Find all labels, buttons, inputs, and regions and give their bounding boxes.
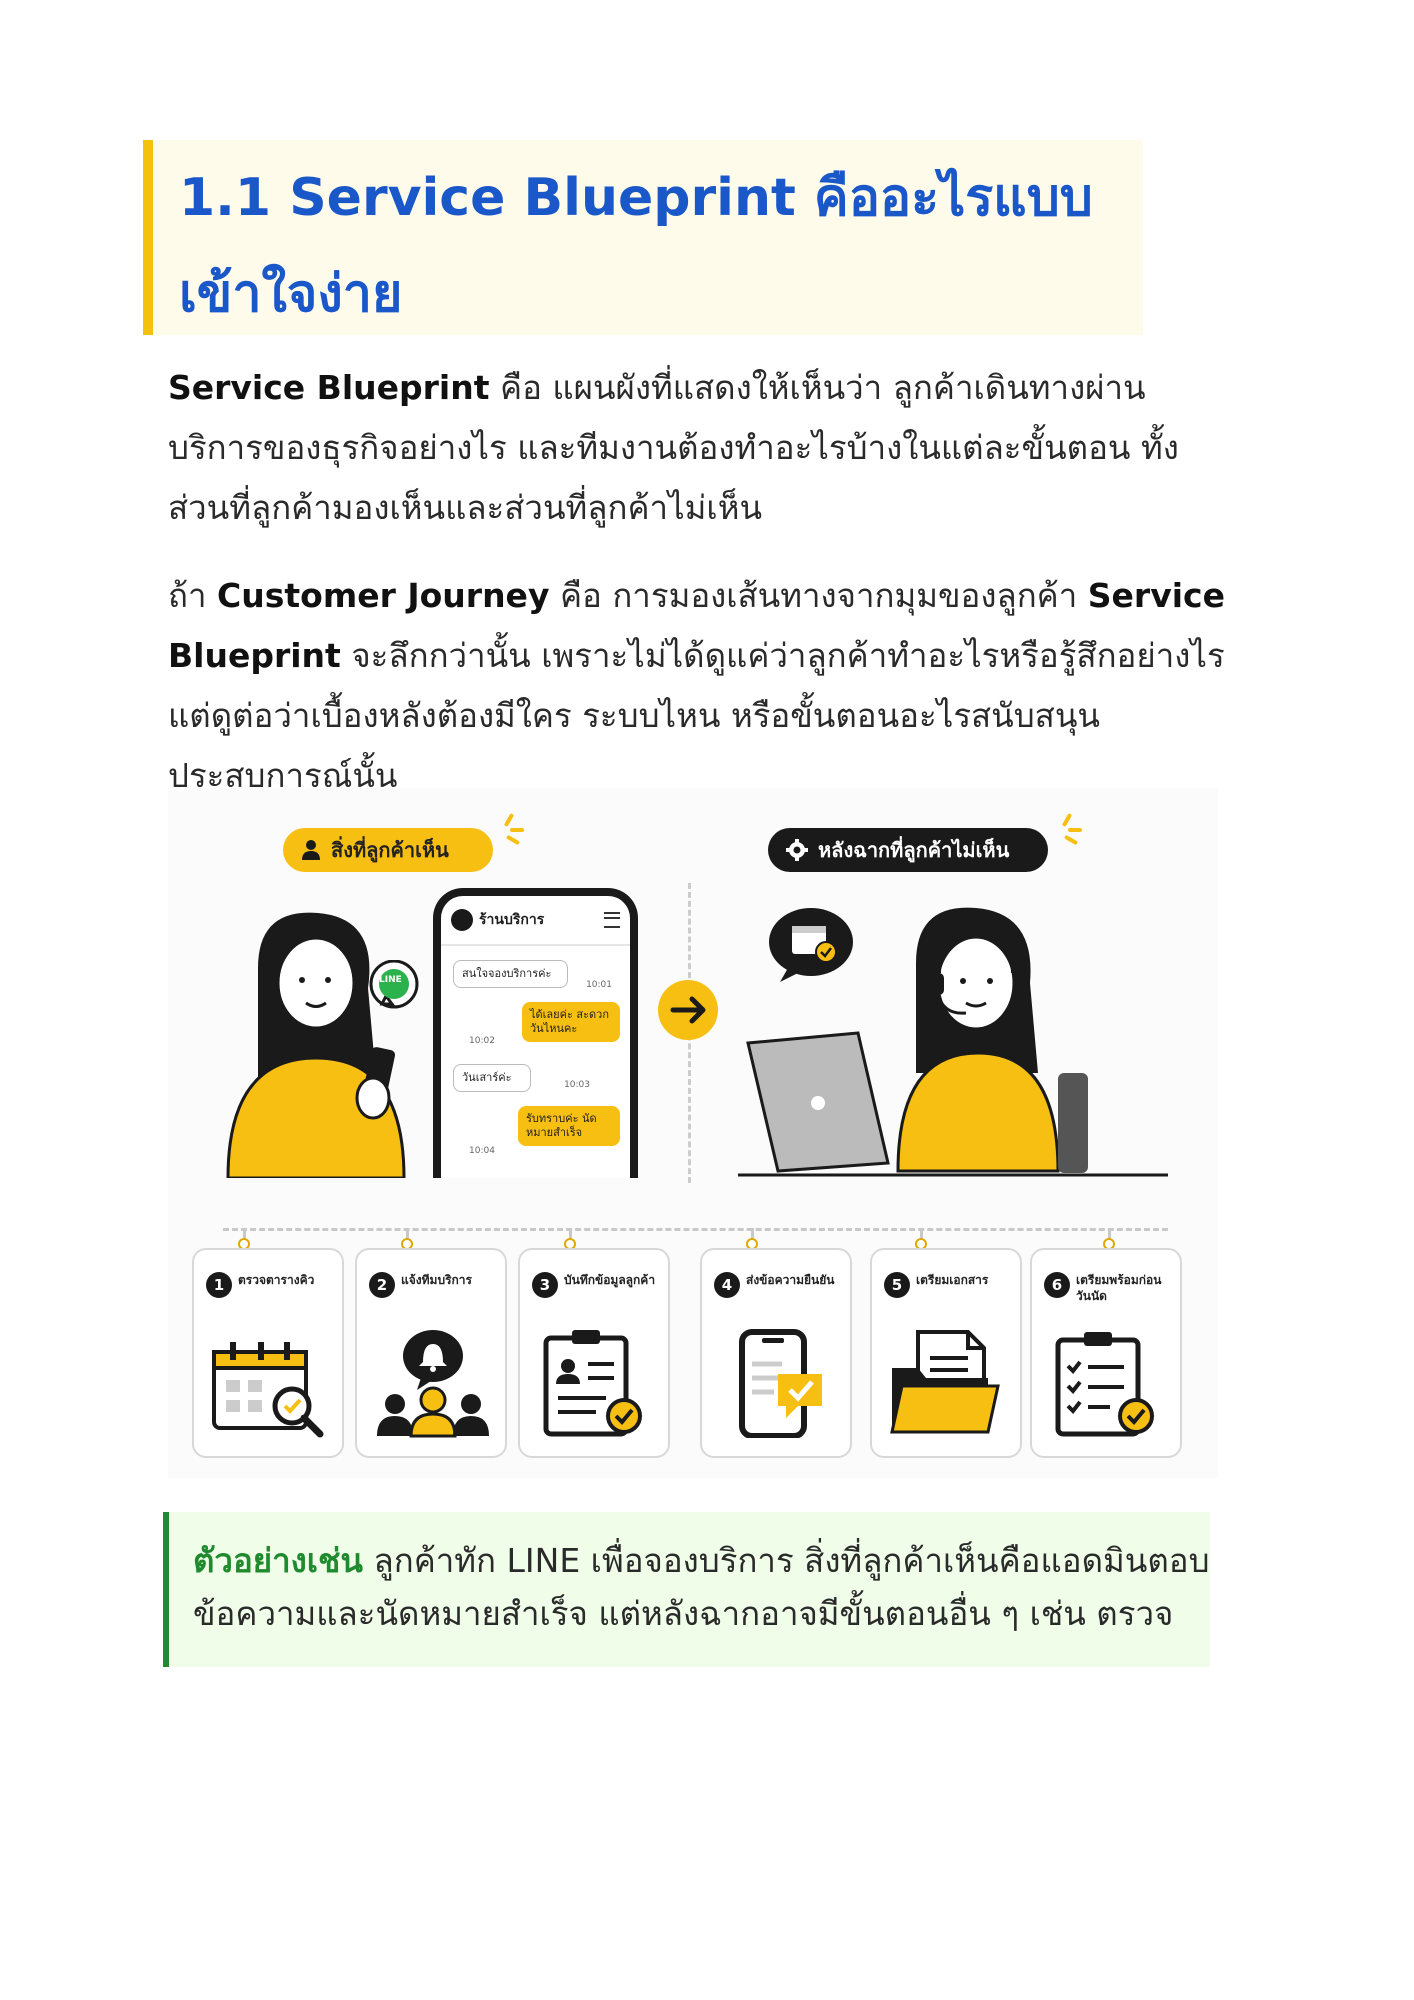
section-heading: 1.1 Service Blueprint คืออะไรแบบ เข้าใจง… (143, 140, 1143, 335)
step-label: ตรวจตารางคิว (238, 1273, 315, 1287)
step-card-4: 4 ส่งข้อความยืนยัน (700, 1248, 852, 1458)
gear-icon (786, 839, 808, 861)
term-customer-journey: Customer Journey (217, 576, 550, 615)
comparison-text-1: ถ้า (168, 576, 218, 615)
step-connector (1103, 1228, 1115, 1250)
step-connector (746, 1228, 758, 1250)
paragraph-comparison: ถ้า Customer Journey คือ การมองเส้นทางจา… (168, 566, 1228, 806)
paragraph-definition: Service Blueprint คือ แผนผังที่แสดงให้เห… (168, 358, 1228, 538)
shop-avatar-icon (451, 909, 473, 931)
flow-arrow-icon (658, 980, 718, 1040)
calendar-check-icon (769, 908, 853, 982)
step-label: ส่งข้อความยืนยัน (746, 1273, 835, 1287)
chat-time-2: 10:02 (469, 1036, 495, 1046)
chat-message-2: ได้เลยค่ะ สะดวกวันไหนคะ (522, 1002, 620, 1042)
step-connector (238, 1228, 250, 1250)
backstage-label: หลังฉากที่ลูกค้าไม่เห็น (768, 828, 1048, 872)
heading-line-1: 1.1 Service Blueprint คืออะไรแบบ (179, 168, 1093, 228)
example-callout: ตัวอย่างเช่น ลูกค้าทัก LINE เพื่อจองบริก… (163, 1512, 1210, 1667)
term-service-blueprint: Service Blueprint (168, 368, 490, 407)
step-label: แจ้งทีมบริการ (401, 1273, 472, 1287)
step-label: บันทึกข้อมูลลูกค้า (564, 1273, 656, 1287)
paragraph-definition-text: คือ แผนผังที่แสดงให้เห็นว่า ลูกค้าเดินทา… (168, 368, 1179, 527)
step-card-5: 5 เตรียมเอกสาร (870, 1248, 1022, 1458)
line-chat-icon (369, 960, 419, 1009)
example-body: ลูกค้าทัก LINE เพื่อจองบริการ สิ่งที่ลูก… (193, 1541, 1210, 1633)
phone-confirm-icon (739, 1329, 822, 1438)
staff-laptop-illustration (738, 907, 1168, 1177)
step-card-6: 6 เตรียมพร้อมก่อนวันนัด (1030, 1248, 1182, 1458)
team-notification-icon (377, 1330, 489, 1438)
chat-time-4: 10:04 (469, 1146, 495, 1156)
menu-icon (604, 912, 620, 928)
step-label: เตรียมพร้อมก่อนวันนัด (1076, 1273, 1162, 1303)
step-connector (915, 1228, 927, 1250)
step-connector (401, 1228, 413, 1250)
step-number: 2 (369, 1272, 395, 1298)
step-card-2: 2 แจ้งทีมบริการ (355, 1248, 507, 1458)
example-text: ตัวอย่างเช่น ลูกค้าทัก LINE เพื่อจองบริก… (193, 1534, 1210, 1640)
step-number: 6 (1044, 1272, 1070, 1298)
phone-title: ร้านบริการ (479, 912, 545, 928)
chat-time-1: 10:01 (586, 980, 612, 990)
chat-time-3: 10:03 (564, 1080, 590, 1090)
step-card-1: 1 ตรวจตารางคิว (192, 1248, 344, 1458)
phone-chat-mockup: ร้านบริการ สนใจจองบริการค่ะ 10:01 ได้เลย… (433, 888, 638, 1178)
step-number: 5 (884, 1272, 910, 1298)
comparison-text-2: คือ การมองเส้นทางจากมุมของลูกค้า (549, 576, 1088, 615)
step-card-3: 3 บันทึกข้อมูลลูกค้า (518, 1248, 670, 1458)
chat-message-4: รับทราบค่ะ นัดหมายสำเร็จ (518, 1106, 620, 1146)
document-folder-icon (890, 1330, 1000, 1434)
heading-line-2: เข้าใจง่าย (179, 264, 403, 324)
example-lead: ตัวอย่างเช่น (193, 1541, 363, 1580)
calendar-search-icon (212, 1342, 324, 1438)
chat-message-3: วันเสาร์ค่ะ (453, 1064, 531, 1092)
step-label: เตรียมเอกสาร (916, 1273, 989, 1287)
sparkle-icon-2 (1056, 812, 1086, 846)
line-badge-text: LINE (379, 975, 402, 985)
user-icon (302, 840, 320, 860)
customer-woman-illustration (226, 912, 406, 1178)
chat-message-1: สนใจจองบริการค่ะ (453, 960, 568, 988)
step-number: 1 (206, 1272, 232, 1298)
term-service-blueprint-2: Service Blueprint (168, 576, 1225, 675)
customer-record-icon (543, 1330, 642, 1437)
blueprint-illustration: สิ่งที่ลูกค้าเห็น หลังฉากที่ลูกค้าไม่เห็… (168, 788, 1218, 1478)
checklist-icon (1055, 1332, 1154, 1437)
step-number: 4 (714, 1272, 740, 1298)
step-number: 3 (532, 1272, 558, 1298)
sparkle-icon (498, 812, 528, 846)
process-timeline (223, 1228, 1168, 1231)
customer-view-label: สิ่งที่ลูกค้าเห็น (283, 828, 493, 872)
step-connector (564, 1228, 576, 1250)
phone-header: ร้านบริการ (441, 896, 630, 946)
